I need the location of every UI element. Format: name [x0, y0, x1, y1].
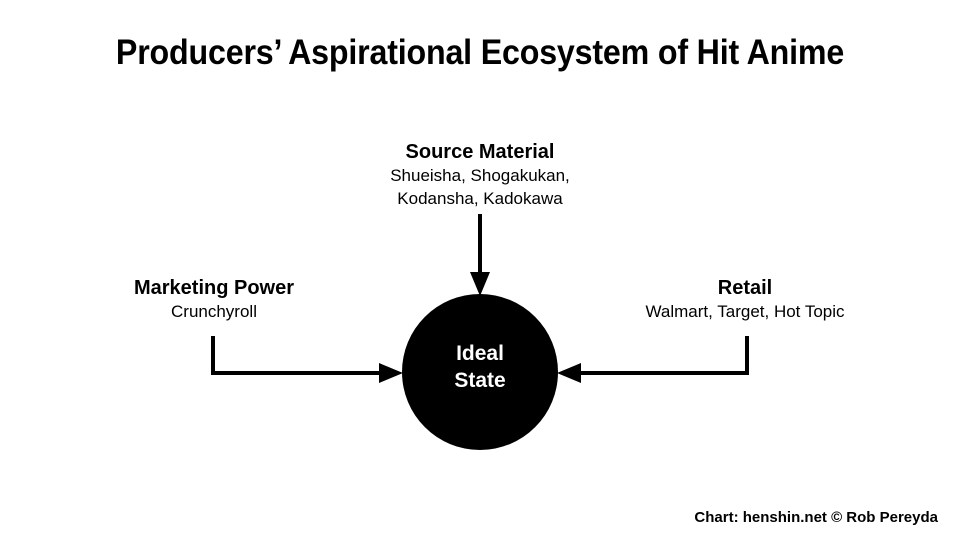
node-source-material: Source Material Shueisha, Shogakukan, Ko… [280, 140, 680, 210]
hub-circle [402, 294, 558, 450]
node-retail-detail-line1: Walmart, Target, Hot Topic [645, 302, 845, 321]
node-retail-heading: Retail [717, 277, 773, 299]
node-marketing-power-heading: Marketing Power [133, 277, 295, 299]
node-marketing-power-detail-line1: Crunchyroll [171, 302, 257, 321]
page-title: Producers’ Aspirational Ecosystem of Hit… [115, 33, 845, 72]
node-source-material-detail-line1: Shueisha, Shogakukan, [390, 166, 570, 185]
node-retail: Retail Walmart, Target, Hot Topic [595, 276, 895, 323]
connector-marketing-to-hub [211, 336, 403, 383]
node-marketing-power: Marketing Power Crunchyroll [64, 276, 364, 323]
node-source-material-heading: Source Material [405, 141, 555, 163]
connector-retail-to-hub [557, 336, 749, 383]
connector-source-to-hub [470, 214, 490, 296]
credit-line: Chart: henshin.net © Rob Pereyda [694, 509, 938, 526]
node-source-material-detail-line2: Kodansha, Kadokawa [397, 189, 563, 208]
